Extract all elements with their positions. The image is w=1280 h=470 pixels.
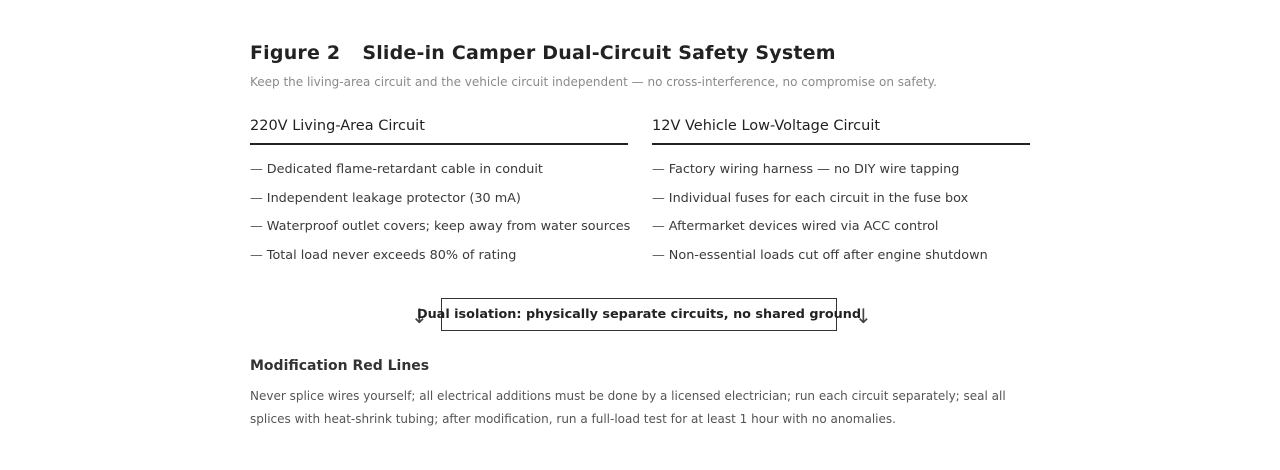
red-lines-body: Never splice wires yourself; all electri… — [250, 389, 1006, 426]
figure-subtitle: Keep the living-area circuit and the veh… — [250, 75, 937, 89]
list-item: —Non-essential loads cut off after engin… — [652, 248, 1030, 277]
red-lines-heading: Modification Red Lines — [250, 358, 430, 374]
list-item: —Waterproof outlet covers; keep away fro… — [250, 219, 631, 248]
isolation-row: ↓ Dual isolation: physically separate ci… — [250, 298, 1030, 334]
list-item-text: Waterproof outlet covers; keep away from… — [266, 219, 631, 235]
list-item-text: Dedicated flame-retardant cable in condu… — [266, 162, 543, 177]
dash-marker: — — [250, 162, 263, 177]
list-item-text: Total load never exceeds 80% of rating — [266, 248, 517, 264]
dash-marker: — — [250, 219, 263, 235]
figure-title-text: Slide-in Camper Dual-Circuit Safety Syst… — [362, 42, 836, 64]
list-item-text: Non-essential loads cut off after engine… — [668, 248, 988, 264]
list-item: —Aftermarket devices wired via ACC contr… — [652, 219, 1030, 248]
living-area-circuit-column: 220V Living-Area Circuit —Dedicated flam… — [250, 118, 631, 277]
figure-title: Figure 2 Slide-in Camper Dual-Circuit Saf… — [250, 42, 836, 64]
list-item: —Individual fuses for each circuit in th… — [652, 191, 1030, 220]
list-item-text: Individual fuses for each circuit in the… — [668, 190, 969, 206]
vehicle-circuit-list: —Factory wiring harness — no DIY wire ta… — [652, 162, 1030, 277]
list-item-text: Factory wiring harness — no DIY wire tap… — [668, 162, 960, 177]
vehicle-circuit-column: 12V Vehicle Low-Voltage Circuit —Factory… — [652, 118, 1030, 277]
list-item-text: Independent leakage protector (30 mA) — [266, 190, 521, 206]
living-area-circuit-heading: 220V Living-Area Circuit — [250, 118, 628, 145]
list-item: —Independent leakage protector (30 mA) — [250, 191, 628, 220]
vehicle-circuit-heading: 12V Vehicle Low-Voltage Circuit — [652, 118, 1030, 145]
dash-marker: — — [652, 162, 665, 177]
figure-number: Figure 2 — [250, 42, 341, 64]
isolation-box: Dual isolation: physically separate circ… — [417, 298, 861, 331]
arrow-down-icon: ↓ — [855, 304, 872, 328]
list-item: —Total load never exceeds 80% of rating — [250, 248, 628, 277]
list-item-text: Aftermarket devices wired via ACC contro… — [668, 219, 939, 235]
dash-marker: — — [250, 190, 263, 206]
dash-marker: — — [652, 248, 665, 264]
dash-marker: — — [250, 248, 263, 264]
list-item: —Dedicated flame-retardant cable in cond… — [250, 162, 628, 191]
dash-marker: — — [652, 219, 665, 235]
list-item: —Factory wiring harness — no DIY wire ta… — [652, 162, 1030, 191]
living-area-circuit-list: —Dedicated flame-retardant cable in cond… — [250, 162, 631, 277]
arrow-down-icon: ↓ — [411, 304, 428, 328]
dash-marker: — — [652, 190, 665, 206]
